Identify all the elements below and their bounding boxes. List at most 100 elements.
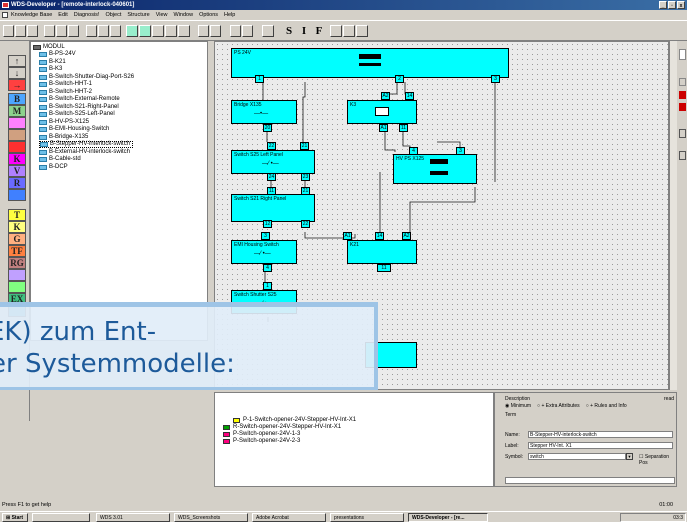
menu-diagnosis[interactable]: Diagnosis! bbox=[73, 12, 100, 18]
port[interactable]: 2 bbox=[395, 75, 404, 83]
tree-item[interactable]: B-HV-PS-X125 bbox=[39, 119, 89, 126]
port[interactable]: 12 bbox=[263, 220, 272, 228]
palette-orange-icon[interactable] bbox=[8, 129, 26, 141]
menu-knowledge-base[interactable]: Knowledge Base bbox=[11, 12, 53, 18]
quick-launch[interactable] bbox=[32, 513, 90, 522]
palette-B-icon[interactable]: B bbox=[8, 93, 26, 105]
close-button[interactable]: x bbox=[677, 1, 685, 9]
palette-TF-icon[interactable]: TF bbox=[8, 245, 26, 257]
port[interactable]: 3 bbox=[491, 75, 500, 83]
palette-arrow-up-icon[interactable]: ↑ bbox=[8, 55, 26, 67]
palette-lilac-icon[interactable] bbox=[8, 269, 26, 281]
block-bridge-x135[interactable]: Bridge X135 —•— bbox=[231, 100, 297, 124]
toolbar-i-button[interactable]: I bbox=[301, 25, 307, 37]
list-item[interactable]: P-Switch-opener-24V-2-3 bbox=[223, 438, 300, 445]
maximize-button[interactable]: ▫ bbox=[668, 1, 676, 9]
canvas-scrollbar[interactable] bbox=[669, 41, 677, 390]
palette-M-icon[interactable]: M bbox=[8, 105, 26, 117]
radio-extra-attributes[interactable]: ○ + Extra Attributes bbox=[537, 403, 580, 409]
palette-G-icon[interactable]: G bbox=[8, 233, 26, 245]
block-switch-s21-right-panel[interactable]: Switch S21 Right Panel bbox=[231, 194, 315, 222]
tool-button[interactable] bbox=[679, 151, 686, 160]
port[interactable]: 14 bbox=[375, 232, 384, 240]
toolbar-s-button[interactable]: S bbox=[285, 25, 293, 37]
matrix-view-button[interactable] bbox=[178, 25, 190, 37]
port[interactable]: 23 bbox=[301, 173, 310, 181]
list-item[interactable]: P-Switch-opener-24V-1-3 bbox=[223, 431, 300, 438]
menu-view[interactable]: View bbox=[155, 12, 168, 18]
taskbar-item[interactable]: WDS_Screenshots bbox=[174, 513, 248, 522]
paste-button[interactable] bbox=[68, 25, 79, 37]
tree-item[interactable]: B-Switch-HHT-2 bbox=[39, 89, 92, 96]
menu-options[interactable]: Options bbox=[199, 12, 219, 18]
taskbar-item[interactable]: presentations bbox=[330, 513, 404, 522]
tool-button[interactable] bbox=[679, 129, 686, 138]
port[interactable]: 22 bbox=[267, 142, 276, 150]
port[interactable]: 20 bbox=[263, 124, 272, 132]
tree-item[interactable]: B-Switch-HHT-1 bbox=[39, 81, 92, 88]
palette-R-icon[interactable]: R bbox=[8, 177, 26, 189]
context-help-button[interactable] bbox=[110, 25, 121, 37]
list-item[interactable]: R-Switch-opener-24V-Stepper-HV-Int-X1 bbox=[223, 424, 341, 431]
taskbar-item-active[interactable]: WDS-Developer - [re... bbox=[408, 513, 488, 522]
port[interactable]: 3 bbox=[261, 232, 270, 240]
tree-item[interactable]: B-Stepper-HV-interlock-switch bbox=[39, 141, 134, 148]
open-file-button[interactable] bbox=[15, 25, 26, 37]
minimize-button[interactable]: _ bbox=[659, 1, 667, 9]
tool-button[interactable] bbox=[679, 91, 686, 99]
tree-item[interactable]: B-Switch-S21-Right-Panel bbox=[39, 104, 119, 111]
palette-red-icon[interactable] bbox=[8, 141, 26, 153]
palette-green-icon[interactable] bbox=[8, 281, 26, 293]
diagram-canvas[interactable]: PS 24V 1 2 3 18 Bridge X135 —•— 20 A2 14… bbox=[214, 41, 669, 390]
tree-item[interactable]: B-Switch-Shutter-Diag-Port-S26 bbox=[39, 74, 134, 81]
print-button[interactable] bbox=[86, 25, 97, 37]
tree-item[interactable]: B-Switch-External-Remote bbox=[39, 96, 120, 103]
layout-net-button[interactable] bbox=[139, 25, 151, 37]
cut-button[interactable] bbox=[44, 25, 55, 37]
menu-edit[interactable]: Edit bbox=[58, 12, 68, 18]
label-field[interactable]: Stepper HV-Int. X1 bbox=[528, 442, 673, 449]
tree-item[interactable]: B-PS-24V bbox=[39, 51, 76, 58]
port[interactable]: 11 bbox=[377, 264, 391, 272]
layout-tree-button[interactable] bbox=[126, 25, 138, 37]
port[interactable]: 1 bbox=[255, 75, 264, 83]
save-button[interactable] bbox=[27, 25, 38, 37]
port[interactable]: A2 bbox=[402, 232, 411, 240]
port[interactable]: A2 bbox=[381, 92, 390, 100]
rect-tool-button[interactable] bbox=[343, 25, 355, 37]
menu-help[interactable]: Help bbox=[224, 12, 236, 18]
menu-window[interactable]: Window bbox=[173, 12, 194, 18]
find-button[interactable] bbox=[242, 25, 253, 37]
horizontal-scrollbar[interactable] bbox=[505, 477, 675, 484]
split-button[interactable] bbox=[210, 25, 221, 37]
radio-rules-info[interactable]: ○ + Rules and Info bbox=[585, 403, 627, 409]
radio-minimum[interactable]: ◉ Minimum bbox=[505, 403, 532, 409]
tool-button[interactable] bbox=[679, 78, 686, 86]
block-switch-s25-left-panel[interactable]: Switch S25 Left Panel —⁄ •— bbox=[231, 150, 315, 174]
palette-K-icon[interactable]: K bbox=[8, 221, 26, 233]
separation-checkbox[interactable]: ☐ Separation Pos bbox=[639, 454, 670, 466]
new-file-button[interactable] bbox=[3, 25, 14, 37]
symbol-select[interactable]: switch bbox=[528, 453, 626, 460]
port[interactable]: 24 bbox=[267, 173, 276, 181]
port[interactable]: 11 bbox=[399, 124, 408, 132]
help-button[interactable] bbox=[98, 25, 109, 37]
port[interactable]: A1 bbox=[343, 232, 352, 240]
port[interactable]: 4 bbox=[263, 264, 272, 272]
tool-button[interactable] bbox=[679, 49, 686, 60]
zoom-button[interactable] bbox=[230, 25, 241, 37]
tree-item[interactable]: B-K3 bbox=[39, 66, 62, 73]
copy-button[interactable] bbox=[56, 25, 67, 37]
palette-arrow-down-icon[interactable]: ↓ bbox=[8, 67, 26, 79]
palette-K-icon[interactable]: K bbox=[8, 153, 26, 165]
tree-root[interactable]: MODUL bbox=[33, 44, 65, 51]
window-button[interactable] bbox=[198, 25, 209, 37]
palette-blue-icon[interactable] bbox=[8, 189, 26, 201]
palette-RG-icon[interactable]: RG bbox=[8, 257, 26, 269]
name-field[interactable]: B-Stepper-HV-interlock-switch bbox=[528, 431, 673, 438]
grid-view-button[interactable] bbox=[152, 25, 164, 37]
palette-arrow-right-icon[interactable]: → bbox=[8, 79, 26, 91]
tree-item[interactable]: B-Switch-S25-Left-Panel bbox=[39, 111, 115, 118]
port[interactable]: 21 bbox=[300, 142, 309, 150]
